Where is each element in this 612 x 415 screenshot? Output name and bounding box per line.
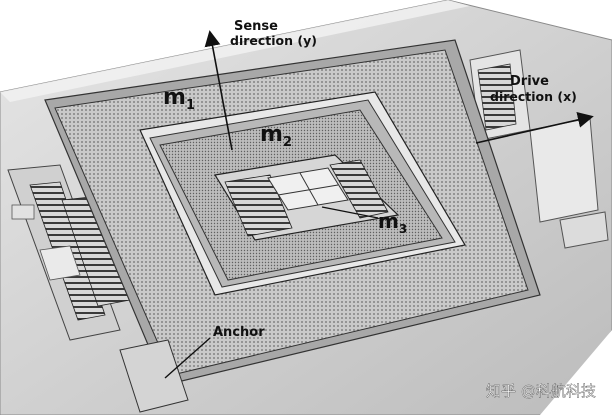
m3-leader-line — [321, 206, 379, 219]
m1-label-base: m — [163, 85, 186, 110]
anchor-pad — [119, 337, 211, 413]
anchor-label: Anchor — [213, 325, 265, 340]
m3-inner-mass — [214, 154, 400, 241]
m2-label-sub: 2 — [283, 135, 292, 150]
m1-label: m1 — [163, 85, 195, 113]
m3-label-base: m — [378, 209, 399, 233]
m1-label-sub: 1 — [186, 98, 195, 113]
m3-label-sub: 3 — [399, 222, 407, 236]
m3-label: m3 — [378, 209, 407, 236]
m2-label: m2 — [260, 122, 292, 150]
sense-direction-arrow — [204, 30, 233, 151]
drive-direction-arrow — [475, 111, 594, 144]
zhihu-watermark: 知乎 @科航科技 — [486, 382, 596, 400]
m2-label-base: m — [260, 122, 283, 147]
drive-anchor-blocks — [469, 49, 609, 249]
watermark-handle: @科航科技 — [521, 382, 596, 400]
watermark-logo: 知乎 — [486, 382, 516, 400]
sense-label-line1: Sense — [234, 19, 278, 34]
drive-label-line2: direction (x) — [490, 89, 577, 104]
drive-label-line1: Drive — [510, 74, 549, 89]
sense-label-line2: direction (y) — [230, 33, 317, 48]
